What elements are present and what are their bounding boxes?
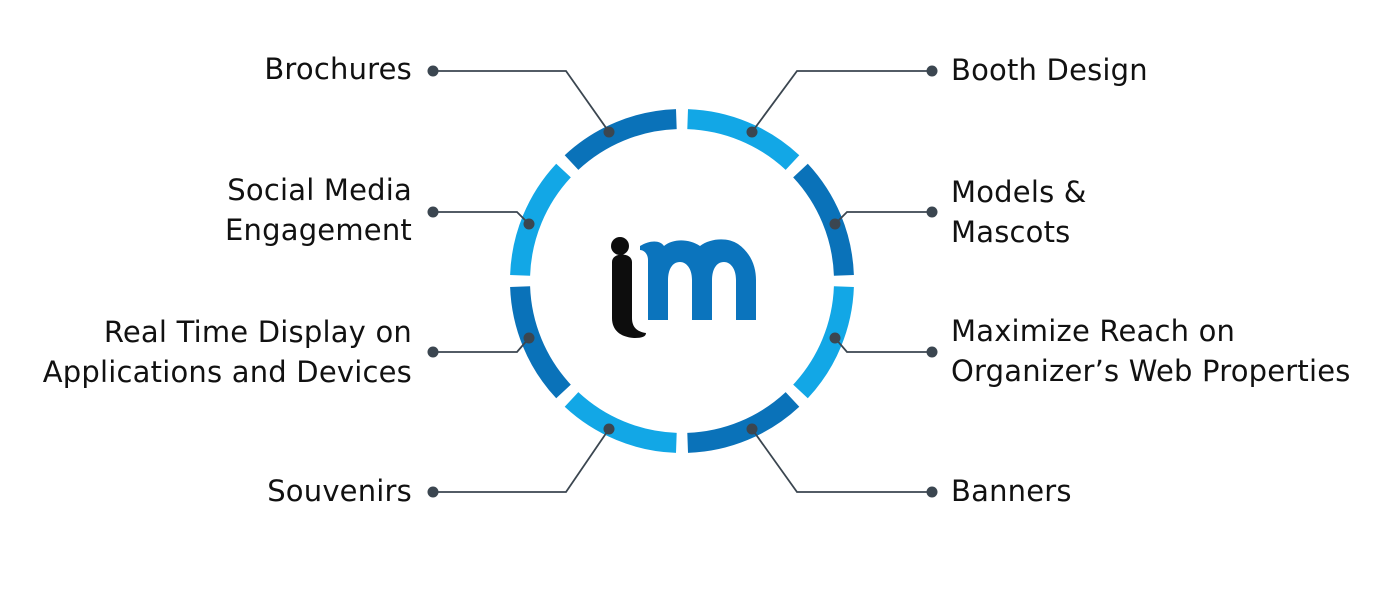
label-line: Banners xyxy=(951,474,1072,508)
label-souvenirs: Souvenirs xyxy=(267,471,412,511)
connector-social-media-ring-dot xyxy=(523,218,535,230)
label-line: Models & xyxy=(951,175,1087,209)
connector-souvenirs-line xyxy=(433,428,610,493)
connector-banners-end-dot xyxy=(926,486,938,498)
segment-real-time-display xyxy=(510,286,571,399)
connector-real-time-line xyxy=(433,337,530,353)
label-models-mascots: Models & Mascots xyxy=(951,172,1087,252)
connector-real-time-end-dot xyxy=(427,346,439,358)
label-line: Organizer’s Web Properties xyxy=(951,354,1351,388)
segment-maximize-reach xyxy=(793,286,854,399)
connector-booth-design-ring-dot xyxy=(746,126,758,138)
label-banners: Banners xyxy=(951,471,1072,511)
label-line: Real Time Display on xyxy=(103,315,412,349)
segment-ring xyxy=(510,109,854,453)
logo-i-stem xyxy=(612,254,646,338)
connectors xyxy=(427,65,938,498)
label-line: Applications and Devices xyxy=(42,355,412,389)
connector-brochures-ring-dot xyxy=(603,126,615,138)
connector-booth-design-end-dot xyxy=(926,65,938,77)
label-social-media-engagement: Social Media Engagement xyxy=(225,170,412,250)
connector-souvenirs-ring-dot xyxy=(603,423,615,435)
label-maximize-reach: Maximize Reach on Organizer’s Web Proper… xyxy=(951,311,1351,391)
segment-booth-design xyxy=(687,109,800,170)
logo-i-dot xyxy=(611,237,629,255)
connector-brochures-line xyxy=(433,70,610,133)
connector-models-mascots-line xyxy=(834,211,932,225)
label-line: Engagement xyxy=(225,213,412,247)
connector-brochures-end-dot xyxy=(427,65,439,77)
label-line: Brochures xyxy=(264,52,412,86)
connector-models-mascots-end-dot xyxy=(926,206,938,218)
connector-models-mascots-ring-dot xyxy=(829,218,841,230)
im-logo xyxy=(611,237,756,338)
connector-social-media-end-dot xyxy=(427,206,439,218)
label-booth-design: Booth Design xyxy=(951,50,1148,90)
logo-m xyxy=(640,239,756,320)
segment-banners xyxy=(687,392,800,453)
connector-maximize-reach-line xyxy=(834,337,932,353)
connector-maximize-reach-end-dot xyxy=(926,346,938,358)
connector-booth-design-line xyxy=(751,70,932,133)
segment-social-media xyxy=(510,163,571,276)
segment-souvenirs xyxy=(564,392,677,453)
label-brochures: Brochures xyxy=(264,49,412,89)
connector-souvenirs-end-dot xyxy=(427,486,439,498)
connector-banners-line xyxy=(751,428,932,493)
segment-models-mascots xyxy=(793,163,854,276)
label-line: Souvenirs xyxy=(267,474,412,508)
connector-real-time-ring-dot xyxy=(523,332,535,344)
label-line: Maximize Reach on xyxy=(951,314,1236,348)
connector-social-media-line xyxy=(433,211,530,225)
label-line: Mascots xyxy=(951,215,1071,249)
label-line: Social Media xyxy=(227,173,412,207)
label-line: Booth Design xyxy=(951,53,1148,87)
connector-banners-ring-dot xyxy=(746,423,758,435)
connector-maximize-reach-ring-dot xyxy=(829,332,841,344)
segment-brochures xyxy=(564,109,677,170)
label-real-time-display: Real Time Display on Applications and De… xyxy=(43,312,412,392)
